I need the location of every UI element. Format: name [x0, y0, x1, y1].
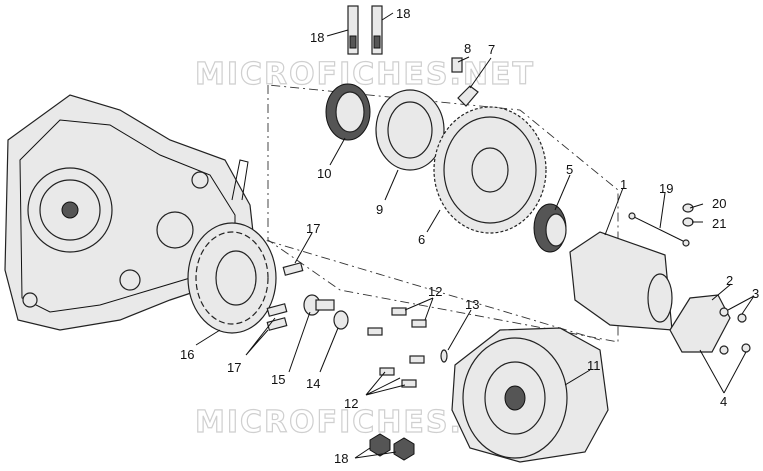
leader-lines: [195, 12, 755, 459]
callout-19: 19: [659, 181, 673, 196]
callout-18-bottom: 18: [334, 451, 348, 466]
spark-plugs: [347, 5, 383, 55]
callout-2: 2: [726, 273, 733, 288]
callout-12-lower: 12: [344, 396, 358, 411]
watermark-top: MICROFICHES.NET: [195, 57, 535, 92]
starter-cable: [628, 212, 690, 247]
nut-right: [393, 437, 415, 461]
nut: [682, 203, 694, 213]
starter-motor: [569, 231, 673, 331]
callout-20: 20: [712, 196, 726, 211]
bracket: [457, 85, 479, 107]
callout-18-top-right: 18: [396, 6, 410, 21]
washer: [333, 310, 349, 330]
callout-18-top-left: 18: [310, 30, 324, 45]
woodruff-key: [440, 349, 448, 363]
nut-left: [369, 433, 391, 457]
callout-8: 8: [464, 41, 471, 56]
callout-labels: 18 18 8 7 10 9 6 5 1 19 20 21 2 3 4 17 1…: [180, 6, 759, 466]
callout-11: 11: [587, 358, 601, 373]
callout-17-lower: 17: [227, 360, 241, 375]
idler-gear: [533, 203, 567, 253]
callout-17-upper: 17: [306, 221, 320, 236]
bracket-screw: [451, 57, 463, 73]
washer-small: [682, 217, 694, 227]
callout-3: 3: [752, 286, 759, 301]
callout-21: 21: [712, 216, 726, 231]
starter-driven-gear: [433, 106, 547, 234]
callout-15: 15: [271, 372, 285, 387]
starter-clutch-plate: [375, 89, 445, 171]
callout-7: 7: [488, 42, 495, 57]
callout-6: 6: [418, 232, 425, 247]
callout-1: 1: [620, 177, 627, 192]
one-way-bearing: [325, 83, 371, 141]
callout-9: 9: [376, 202, 383, 217]
flywheel-bolts: [367, 307, 427, 388]
callout-14: 14: [306, 376, 320, 391]
callout-16: 16: [180, 347, 194, 362]
stator: [187, 159, 277, 334]
callout-12-upper: 12: [428, 284, 442, 299]
callout-10: 10: [317, 166, 331, 181]
pivot-pin: [303, 294, 335, 316]
callout-4: 4: [720, 394, 727, 409]
callout-5: 5: [566, 162, 573, 177]
bracket-screws: [719, 307, 751, 355]
starter-bracket: [669, 294, 731, 353]
callout-13: 13: [465, 297, 479, 312]
flywheel-rotor: [451, 327, 609, 463]
